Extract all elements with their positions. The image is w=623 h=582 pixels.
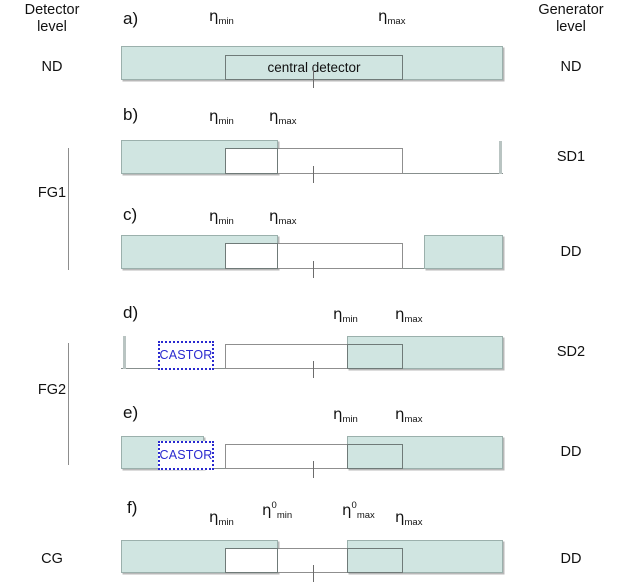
overlap-box-f-right [347,548,403,573]
eta-min-label-c: ηmin [209,207,234,227]
center-tick-a [313,66,314,88]
eta-min-label-b: ηmin [209,107,234,127]
panel-letter-c: c) [123,205,138,224]
overlap-box-d [347,344,403,369]
eta-min-label-d: ηmin [333,305,358,325]
eta-max-label-f: ηmax [395,508,423,528]
overlap-box-c [225,243,278,269]
castor-label-d: CASTOR [159,348,213,363]
eta-min-label-e: ηmin [333,405,358,425]
generator-header-line2: level [556,19,586,35]
gap-box-b [225,148,403,174]
panel-letter-d: d) [123,303,139,322]
panel-letter-b: b) [123,105,139,124]
acceptance-block-d [347,336,503,369]
overlap-box-f-left [225,548,278,573]
eta-min-label-f: ηmin [209,508,234,528]
panel-letter-a: a) [123,9,139,28]
detector-level-nd: ND [41,59,63,75]
edge-tick-b [499,141,502,174]
castor-label-e: CASTOR [159,448,213,463]
detector-level-cg: CG [41,551,63,567]
eta-min-zero-label-f: η0min [262,500,293,521]
generator-label-a: ND [560,59,582,75]
center-tick-c [313,261,314,278]
edge-tick-d [123,336,126,369]
detector-header-line2: level [37,19,67,35]
acceptance-block-a [121,46,503,80]
center-tick-f [313,565,314,582]
detector-level-header: Detector level [0,2,104,36]
bracket-fg1 [68,148,69,270]
panel-letter-f: f) [127,498,138,517]
castor-box-d: CASTOR [158,341,214,370]
eta-max-label-e: ηmax [395,405,423,425]
eta-max-label-a: ηmax [378,7,406,27]
gap-box-c [225,243,403,269]
central-detector-box-a [225,55,403,80]
detector-level-fg1: FG1 [37,185,67,201]
panel-letter-e: e) [123,403,139,422]
detector-level-fg2: FG2 [37,382,67,398]
center-tick-e [313,461,314,478]
bracket-fg2 [68,343,69,465]
acceptance-block-c-right [424,235,503,269]
acceptance-block-e-right [347,436,503,469]
eta-min-label-a: ηmin [209,7,234,27]
eta-max-label-d: ηmax [395,305,423,325]
center-tick-b [313,166,314,183]
eta-max-label-c: ηmax [269,207,297,227]
eta-max-label-b: ηmax [269,107,297,127]
acceptance-block-f-right [347,540,503,573]
generator-label-c: DD [560,244,582,260]
generator-label-d: SD2 [556,344,586,360]
central-detector-label: central detector [267,60,361,75]
generator-header-line1: Generator [538,2,604,18]
center-tick-d [313,361,314,378]
generator-label-e: DD [560,444,582,460]
generator-label-f: DD [560,551,582,567]
overlap-box-b [225,148,278,174]
eta-max-zero-label-f: η0max [342,500,375,521]
castor-box-e: CASTOR [158,441,214,470]
generator-level-header: Generator level [519,2,623,36]
generator-label-b: SD1 [556,149,586,165]
detector-header-line1: Detector [24,2,80,18]
overlap-box-e [347,444,403,469]
